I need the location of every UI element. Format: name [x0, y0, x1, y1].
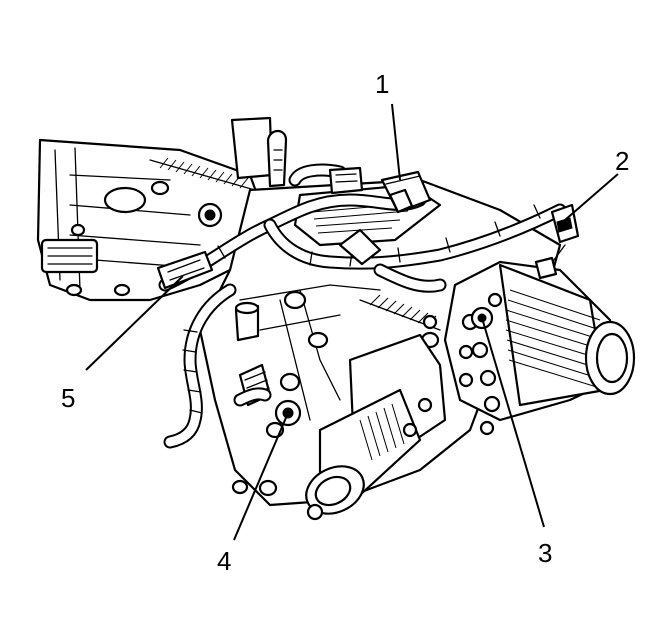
- connector-1: [328, 166, 432, 214]
- callout-labels: 1 2 3 4 5: [61, 69, 629, 576]
- shift-motor: [305, 333, 447, 521]
- leader-line-2: [564, 173, 619, 221]
- fasteners: [234, 228, 438, 342]
- extension-housing: [443, 260, 636, 436]
- leader-line-3: [481, 317, 545, 528]
- callout-leaders: [85, 103, 619, 541]
- wiring-harness: [158, 163, 567, 449]
- callout-5: 5: [61, 383, 75, 413]
- transmission-illustration: [36, 116, 636, 521]
- callout-4: 4: [217, 546, 231, 576]
- upper-bracket: [230, 116, 288, 188]
- callout-1: 1: [375, 69, 389, 99]
- callout-2: 2: [615, 146, 629, 176]
- leader-line-5: [85, 275, 184, 371]
- leader-line-1: [391, 103, 401, 181]
- callout-3: 3: [538, 538, 552, 568]
- leader-line-4: [233, 412, 289, 541]
- connector-5: [156, 250, 214, 290]
